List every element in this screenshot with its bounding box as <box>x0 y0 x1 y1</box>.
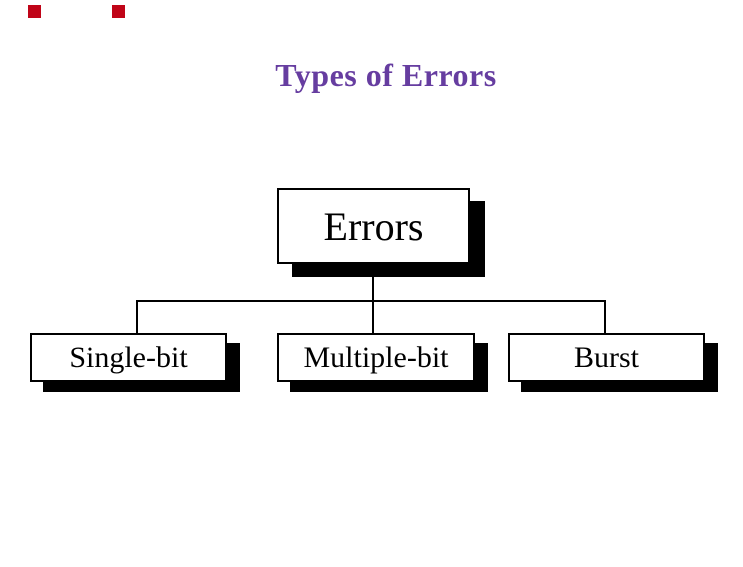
connector-drop-right <box>604 300 606 333</box>
node-errors: Errors <box>277 188 470 264</box>
decoration-square-icon <box>28 5 41 18</box>
node-single-bit: Single-bit <box>30 333 227 382</box>
node-burst: Burst <box>508 333 705 382</box>
connector-stem <box>372 264 374 333</box>
page-title: Types of Errors <box>275 57 497 93</box>
node-multiple-bit: Multiple-bit <box>277 333 475 382</box>
node-multiple-bit-label: Multiple-bit <box>303 340 449 374</box>
node-single-bit-label: Single-bit <box>69 340 188 374</box>
node-errors-label: Errors <box>323 203 424 249</box>
decoration-square-icon <box>112 5 125 18</box>
connector-drop-left <box>136 300 138 333</box>
node-burst-label: Burst <box>573 340 639 374</box>
connector-horizontal <box>136 300 606 302</box>
